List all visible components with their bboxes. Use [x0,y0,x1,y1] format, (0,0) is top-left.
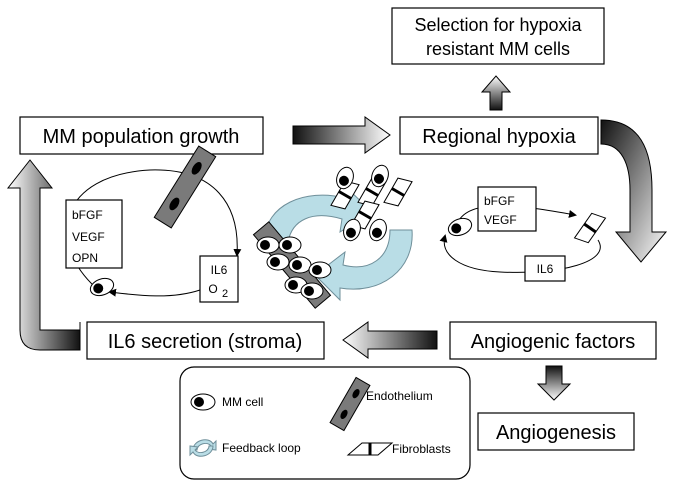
center-mm-cluster [256,236,332,300]
right-factor-vegf: VEGF [484,213,517,227]
left-o2-label: O [208,282,217,296]
left-loop-il6-box [199,255,239,303]
angiogenic-factors-box: Angiogenic factors [449,321,657,360]
legend-feedback-icon [189,439,217,457]
arrow-hypoxia-to-selection [480,75,512,111]
left-factor-vegf: VEGF [72,230,105,244]
right-il6-label: IL6 [537,262,554,276]
angiogenesis-label: Angiogenesis [496,422,616,444]
left-loop-factors-box [65,199,123,269]
right-loop-factors-box [477,186,537,232]
arrow-growth-to-hypoxia [292,116,391,154]
left-factor-opn: OPN [72,251,98,265]
right-loop-il6-box [524,255,566,282]
angiogenic-factors-label: Angiogenic factors [471,331,636,353]
legend-fibroblast-icon [346,442,394,456]
selection-label-line2: resistant MM cells [426,39,570,59]
selection-box: Selection for hypoxia resistant MM cells [391,7,605,65]
right-loop: bFGF VEGF IL6 [439,186,607,282]
selection-label-line1: Selection for hypoxia [414,15,582,35]
right-mm-cell [447,217,473,237]
mm-growth-box: MM population growth [19,116,264,155]
left-il6-label: IL6 [211,263,228,277]
left-loop: bFGF VEGF OPN IL6 O 2 [65,145,242,303]
legend-frame [179,366,471,480]
legend: MM cell Endothelium Feedback loop Fibrob… [179,366,471,480]
legend-feedback-label: Feedback loop [222,441,301,455]
mm-growth-label: MM population growth [43,126,240,148]
left-o2-subscript: 2 [222,288,228,300]
right-factor-bfgf: bFGF [484,194,515,208]
center-fibroblast-cluster [330,164,413,242]
right-fibroblast [573,212,607,244]
regional-hypoxia-label: Regional hypoxia [422,126,576,148]
left-mm-cell [89,277,115,297]
feedback-loop-center [252,164,413,309]
feedback-arrow-bottom [314,229,413,302]
right-loop-curve-bottom [439,234,601,273]
arrow-angiogenic-to-angiogenesis [536,365,572,401]
legend-endothelium-label: Endothelium [366,389,433,403]
il6-secretion-box: IL6 secretion (stroma) [86,321,325,360]
il6-secretion-label: IL6 secretion (stroma) [108,331,303,353]
arrow-hypoxia-to-angiogenic [600,119,668,263]
angiogenesis-box: Angiogenesis [477,412,635,451]
arrow-il6-to-growth [6,159,81,351]
regional-hypoxia-box: Regional hypoxia [399,116,599,155]
legend-mm-cell-label: MM cell [222,395,263,409]
legend-mm-cell-icon [190,393,216,411]
left-factor-bfgf: bFGF [72,208,103,222]
legend-fibroblast-label: Fibroblasts [392,442,451,456]
left-loop-curve-lower [108,288,201,297]
legend-endothelium-icon [329,376,371,432]
left-endothelium [153,145,217,229]
arrow-angiogenic-to-il6 [342,321,438,359]
